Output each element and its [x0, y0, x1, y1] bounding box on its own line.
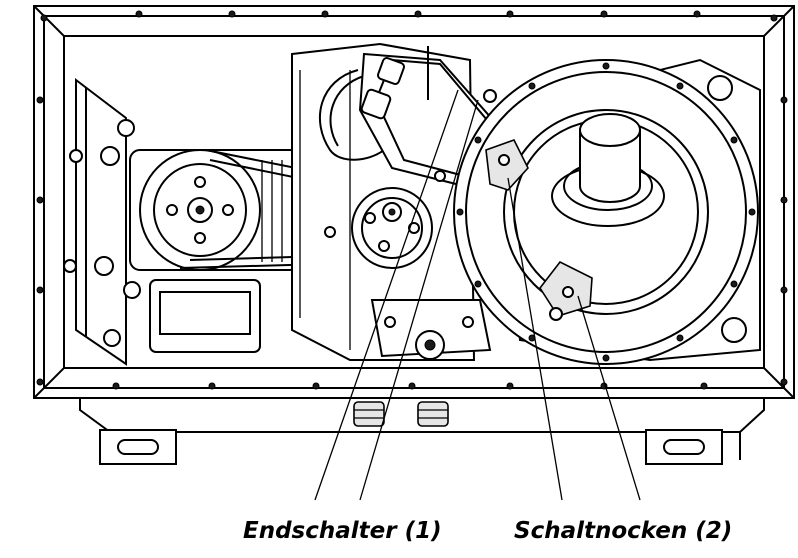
- leader-line-switch-cam-2: [577, 295, 641, 501]
- intermediate-pulley: [351, 187, 433, 269]
- drive-motor: [129, 149, 301, 353]
- output-shaft: [551, 113, 665, 227]
- cable-gland-right: [417, 401, 449, 427]
- leader-lines: [314, 89, 641, 501]
- housing-bolts: [36, 10, 788, 390]
- housing-base: [79, 398, 765, 465]
- mounting-plate: [63, 77, 141, 366]
- switch-cam-label: Schaltnocken (2): [514, 518, 733, 544]
- limit-switch-label: Endschalter (1): [243, 518, 442, 544]
- leader-line-limit-switch-2: [359, 99, 479, 501]
- cable-gland-left: [353, 401, 385, 427]
- switch-cam-upper: [485, 139, 529, 191]
- leader-line-limit-switch-1: [314, 89, 459, 501]
- switch-cam-lower: [539, 260, 593, 321]
- leader-line-switch-cam-1: [507, 177, 563, 501]
